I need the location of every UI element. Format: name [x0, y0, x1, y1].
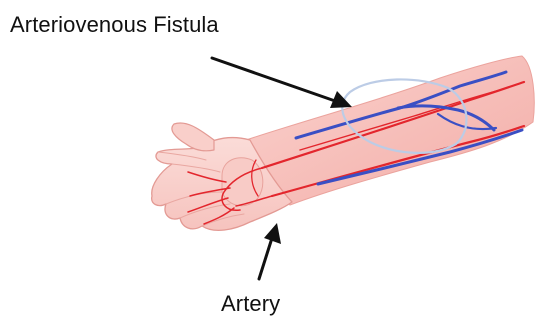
- fistula-label: Arteriovenous Fistula: [10, 14, 219, 36]
- artery-arrow: [259, 223, 281, 279]
- artery-arrowhead: [264, 223, 281, 244]
- artery-label: Artery: [221, 293, 280, 315]
- fistula-arrow: [212, 58, 352, 108]
- thumb-skin: [172, 123, 214, 151]
